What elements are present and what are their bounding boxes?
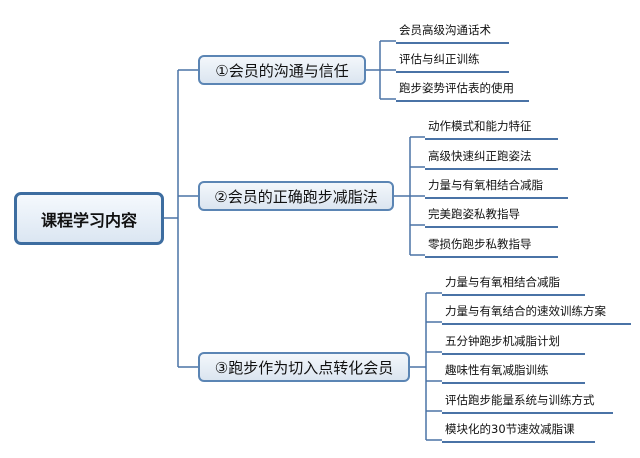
branch-3-item-5: 评估跑步能量系统与训练方式 [442,392,613,414]
branch-2-item-2: 高级快速纠正跑姿法 [425,148,558,170]
branch-1-item-3: 跑步姿势评估表的使用 [396,80,529,102]
root-label: 课程学习内容 [40,210,137,230]
branch-2-item-5: 零损伤跑步私教指导 [425,236,558,258]
branch-1-item-1: 会员高级沟通话术 [396,22,509,44]
branch-3-item-4: 趣味性有氧减脂训练 [442,362,585,384]
branch-2-label: ②会员的正确跑步减脂法 [214,187,378,206]
branch-2-item-4: 完美跑姿私教指导 [425,206,558,228]
root-node: 课程学习内容 [14,192,164,245]
branch-2-item-3: 力量与有氧相结合减脂 [425,177,568,199]
branch-1-label: ①会员的沟通与信任 [215,61,349,80]
branch-1-node: ①会员的沟通与信任 [198,55,366,85]
branch-2-item-1: 动作模式和能力特征 [425,118,558,140]
branch-3-node: ③跑步作为切入点转化会员 [198,352,410,382]
branch-3-item-2: 力量与有氧结合的速效训练方案 [442,303,631,325]
branch-2-node: ②会员的正确跑步减脂法 [198,181,394,211]
branch-3-item-1: 力量与有氧相结合减脂 [442,274,585,296]
branch-3-label: ③跑步作为切入点转化会员 [214,358,394,377]
branch-3-item-6: 模块化的30节速效减脂课 [442,421,595,443]
branch-3-item-3: 五分钟跑步机减脂计划 [442,333,585,355]
branch-1-item-2: 评估与纠正训练 [396,51,509,73]
